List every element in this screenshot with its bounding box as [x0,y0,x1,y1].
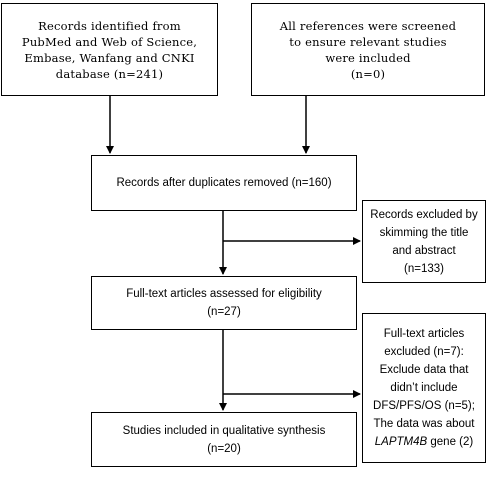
references-line-4: (n=0) [350,66,386,81]
excluded-title-line-4: (n=133) [404,262,444,275]
identified-line-3: Embase, Wanfang and CNKI [24,50,195,65]
excluded-title-line-2: skimming the title [379,226,469,239]
gene-name: LAPTM4B [374,436,428,448]
identified-line-1: Records identified from [38,18,181,33]
references-line-2: to ensure relevant studies [289,34,447,49]
screened-references-box: All references were screened to ensure r… [251,3,485,96]
fulltext-excluded-line-3: Exclude data that [379,364,469,376]
included-line-1: Studies included in qualitative synthesi… [122,424,326,437]
fulltext-line-1: Full-text articles assessed for eligibil… [126,288,322,300]
studies-included-box: Studies included in qualitative synthesi… [91,412,357,467]
gene-suffix: gene (2) [427,436,474,448]
identified-records-box: Records identified from PubMed and Web o… [1,3,218,96]
fulltext-assessed-box: Full-text articles assessed for eligibil… [91,276,357,330]
excluded-by-title-box: Records excluded by skimming the title a… [362,200,486,283]
included-line-2: (n=20) [207,442,241,455]
fulltext-excluded-box: Full-text articles excluded (n=7): Exclu… [362,313,486,463]
after-duplicates-box: Records after duplicates removed (n=160) [91,155,357,211]
excluded-title-line-3: and abstract [392,244,456,257]
identified-line-2: PubMed and Web of Science, [21,34,198,49]
fulltext-excluded-line-2: excluded (n=7): [384,346,464,358]
fulltext-excluded-line-1: Full-text articles [383,328,465,340]
identified-line-4: database (n=241) [55,66,164,81]
fulltext-excluded-line-4: didn’t include [390,382,458,394]
fulltext-line-2: (n=27) [207,306,241,318]
fulltext-excluded-line-5: DFS/PFS/OS (n=5); [373,400,475,412]
after-duplicates-text: Records after duplicates removed (n=160) [116,177,332,189]
fulltext-excluded-line-7: LAPTM4B gene (2) [375,433,473,451]
fulltext-excluded-line-6: The data was about [373,418,475,430]
references-line-3: were included [325,50,411,65]
references-line-1: All references were screened [279,18,457,33]
excluded-title-line-1: Records excluded by [370,208,478,221]
